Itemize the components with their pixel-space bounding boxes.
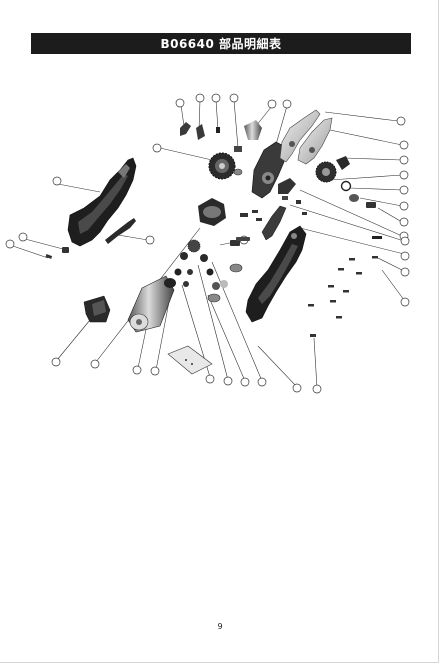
nameplate-part [167,345,213,375]
page-title-text: B06640 部品明細表 [160,37,282,51]
top-clip-parts [180,120,262,152]
bracket-part [83,295,111,323]
page-title: B06640 部品明細表 [31,33,411,54]
left-housing-part [67,157,137,247]
bolt-cluster-part [230,210,262,246]
main-gear-part [208,152,236,180]
callout-circles [5,93,410,394]
tab-part [372,236,382,239]
page-number: 9 [217,622,223,631]
right-gear-part [315,156,376,208]
pivot-bolt-part [278,178,296,200]
link-arm-part [261,205,287,241]
upper-blade-part [279,109,321,163]
screw-set-part [296,200,378,337]
washer-part [233,168,243,176]
motor-part [127,275,176,333]
motor-coupler-part [198,198,226,226]
spring-clip-part [105,218,136,244]
gear-plate-part [174,239,243,303]
callout-group [9,99,405,389]
right-housing-part [245,225,307,323]
lower-blade-part [297,117,333,165]
small-screw-part [45,247,69,259]
gearbox-housing-part [251,141,285,199]
